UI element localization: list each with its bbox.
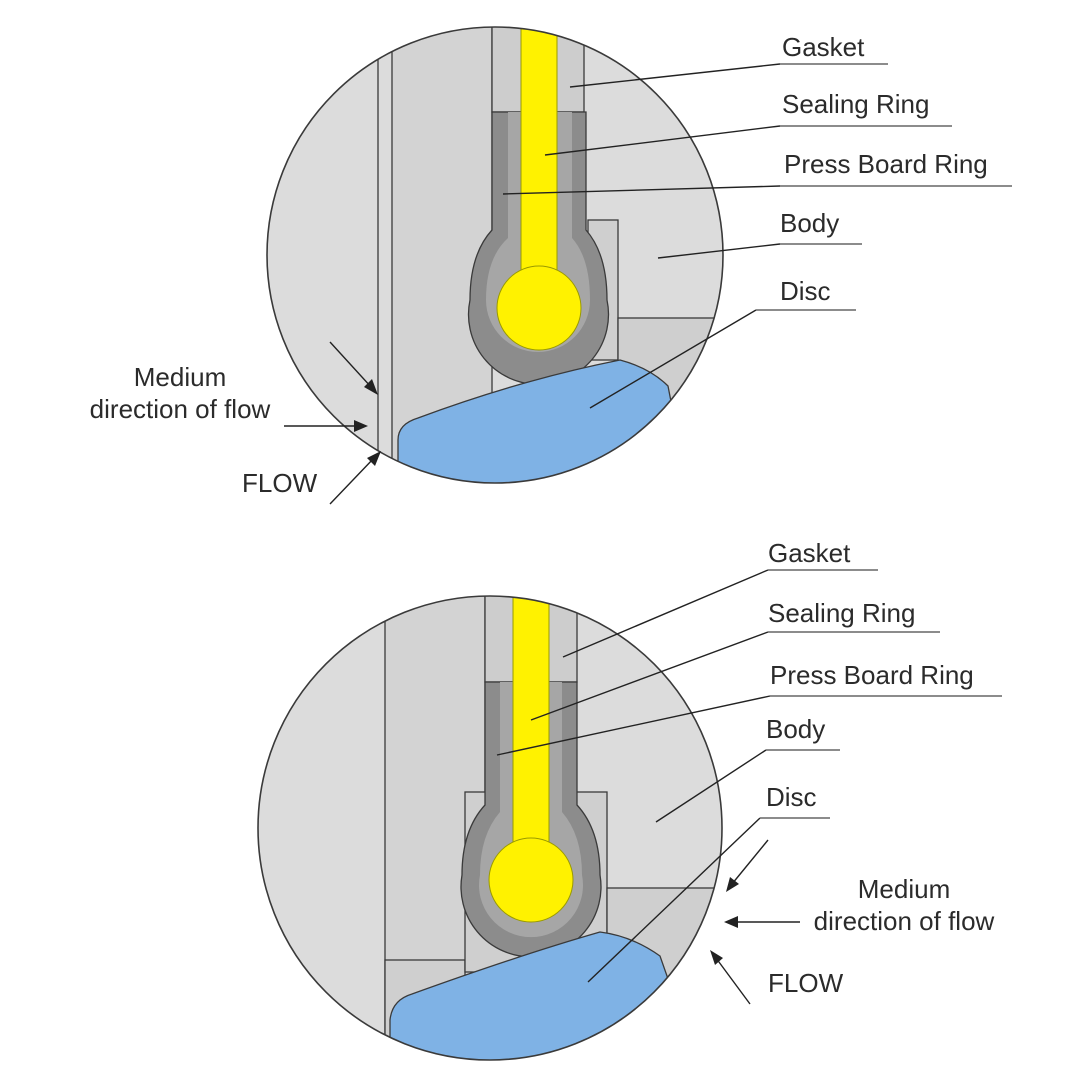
top-seal-detail: Gasket Sealing Ring Press Board Ring Bod… — [90, 26, 1012, 505]
bottom-sealing-ring-stem — [512, 596, 550, 861]
bottom-label-medium: Medium — [858, 874, 950, 904]
bottom-label-gasket: Gasket — [768, 538, 851, 568]
top-label-gasket: Gasket — [782, 32, 865, 62]
bottom-label-press-board-ring: Press Board Ring — [770, 660, 974, 690]
top-sealing-ring-bulb — [496, 265, 582, 351]
top-label-body: Body — [780, 208, 839, 238]
top-label-press-board-ring: Press Board Ring — [784, 149, 988, 179]
top-sealing-ring-stem — [520, 27, 558, 291]
bottom-detail-circle — [257, 595, 723, 1061]
top-arrow-diagonal-down — [329, 341, 373, 389]
bottom-arrow-diagonal-up — [715, 957, 751, 1005]
top-label-medium: Medium — [134, 362, 226, 392]
top-arrow-diagonal-up — [329, 457, 375, 505]
bottom-label-direction-of-flow: direction of flow — [814, 906, 995, 936]
bottom-arrow-diagonal-down — [731, 839, 769, 885]
bottom-label-sealing-ring: Sealing Ring — [768, 598, 915, 628]
top-label-flow: FLOW — [242, 468, 318, 498]
bottom-label-body: Body — [766, 714, 825, 744]
top-label-sealing-ring: Sealing Ring — [782, 89, 929, 119]
top-label-direction-of-flow: direction of flow — [90, 394, 271, 424]
top-label-disc: Disc — [780, 276, 831, 306]
bottom-label-disc: Disc — [766, 782, 817, 812]
bottom-label-flow: FLOW — [768, 968, 844, 998]
bottom-sealing-ring-bulb — [488, 837, 574, 923]
top-detail-circle — [266, 26, 724, 484]
bottom-seal-detail: Gasket Sealing Ring Press Board Ring Bod… — [257, 538, 1002, 1061]
